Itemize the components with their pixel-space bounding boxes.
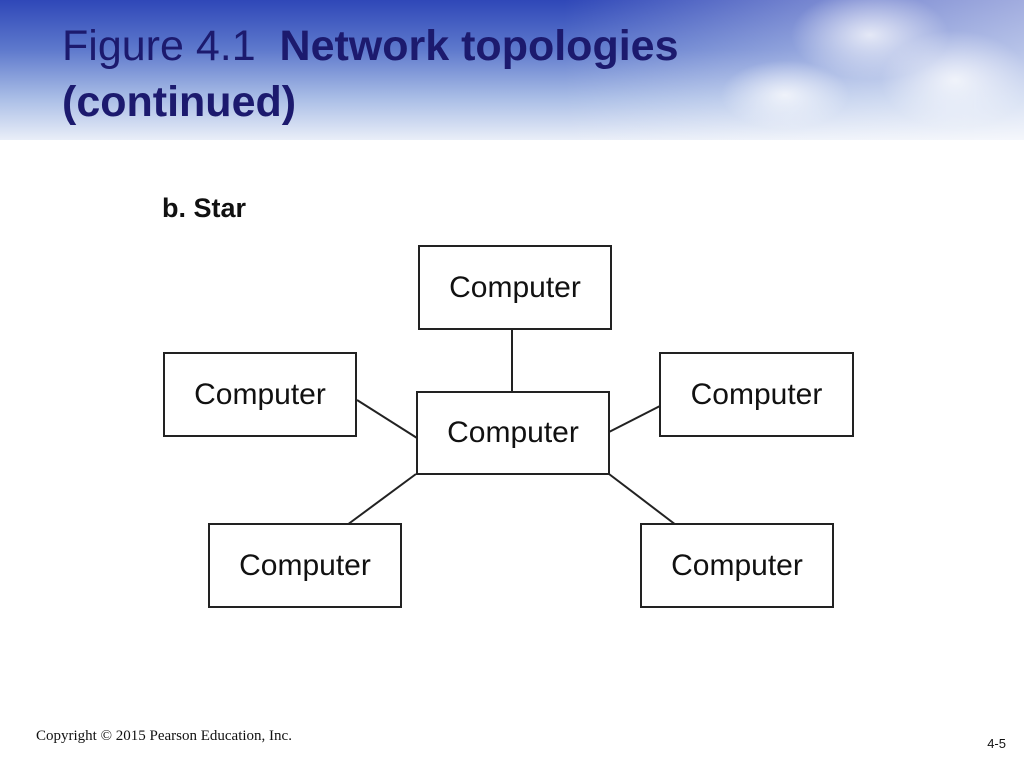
computer-node-left: Computer [163,352,357,437]
computer-hub: Computer [416,391,610,475]
title-continued: (continued) [62,78,297,126]
computer-node-right: Computer [659,352,854,437]
link-hub-left [356,399,418,439]
computer-node-bottom-right: Computer [640,523,834,608]
computer-node-top: Computer [418,245,612,330]
slide-title: Figure 4.1 Network topologies (continued… [62,18,882,130]
computer-node-bottom-left: Computer [208,523,402,608]
link-hub-bottom-right [608,473,677,526]
title-prefix: Figure 4.1 [62,22,256,70]
link-hub-bottom-left [346,473,417,526]
link-hub-right [608,405,661,433]
page-number: 4-5 [987,736,1006,751]
footer-copyright: Copyright © 2015 Pearson Education, Inc. [36,728,292,744]
diagram-label: b. Star [162,193,247,223]
title-main: Network topologies [279,22,679,70]
header-background [0,0,1024,140]
